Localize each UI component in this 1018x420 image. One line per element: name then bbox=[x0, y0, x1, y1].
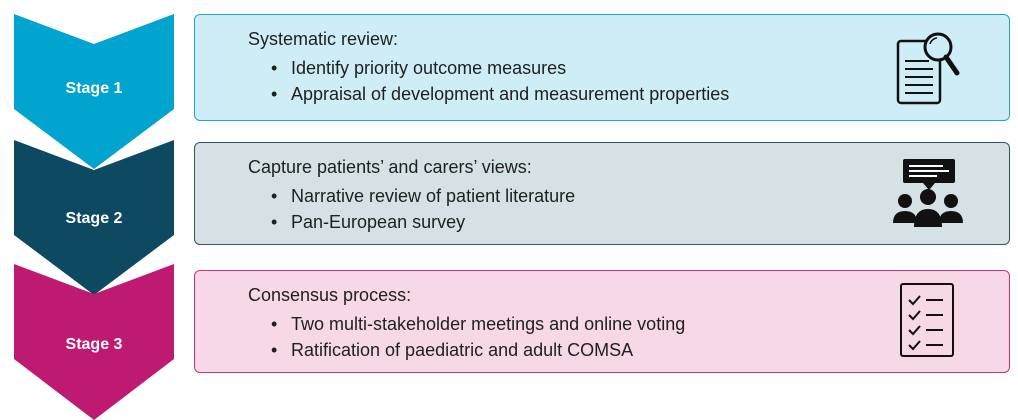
stage-3-label: Stage 3 bbox=[65, 336, 123, 353]
stage-1-bullet-list: Identify priority outcome measures Appra… bbox=[271, 55, 729, 107]
list-item: Narrative review of patient literature bbox=[271, 183, 575, 209]
list-item: Appraisal of development and measurement… bbox=[271, 81, 729, 107]
checklist-icon bbox=[900, 283, 954, 357]
stage-2-bullet-list: Narrative review of patient literature P… bbox=[271, 183, 575, 235]
stage-3-title: Consensus process: bbox=[248, 285, 412, 305]
stage-3-bullet-list: Two multi-stakeholder meetings and onlin… bbox=[271, 311, 685, 363]
document-magnifier-icon bbox=[896, 32, 960, 105]
stage-1-label: Stage 1 bbox=[65, 80, 123, 97]
stage-3-chevron: Stage 3 bbox=[14, 264, 174, 420]
speech-bubble-group-icon bbox=[893, 159, 963, 227]
stage-1-arrow-shape bbox=[14, 14, 174, 169]
stage-2-arrow-shape bbox=[14, 140, 174, 295]
stage-2-label: Stage 2 bbox=[65, 210, 123, 227]
list-item: Identify priority outcome measures bbox=[271, 55, 729, 81]
stage-2-title: Capture patients’ and carers’ views: bbox=[248, 157, 532, 177]
list-item: Two multi-stakeholder meetings and onlin… bbox=[271, 311, 685, 337]
list-item: Pan-European survey bbox=[271, 209, 575, 235]
stage-2-chevron: Stage 2 bbox=[14, 140, 174, 295]
stage-3-box: Consensus process: Two multi-stakeholder… bbox=[194, 270, 1010, 373]
stage-1-title: Systematic review: bbox=[248, 29, 399, 49]
stage-1-chevron: Stage 1 bbox=[14, 14, 174, 169]
stage-1-box: Systematic review: Identify priority out… bbox=[194, 14, 1010, 121]
stage-3-arrow-shape bbox=[14, 264, 174, 420]
list-item: Ratification of paediatric and adult COM… bbox=[271, 337, 685, 363]
stage-2-box: Capture patients’ and carers’ views: Nar… bbox=[194, 142, 1010, 245]
